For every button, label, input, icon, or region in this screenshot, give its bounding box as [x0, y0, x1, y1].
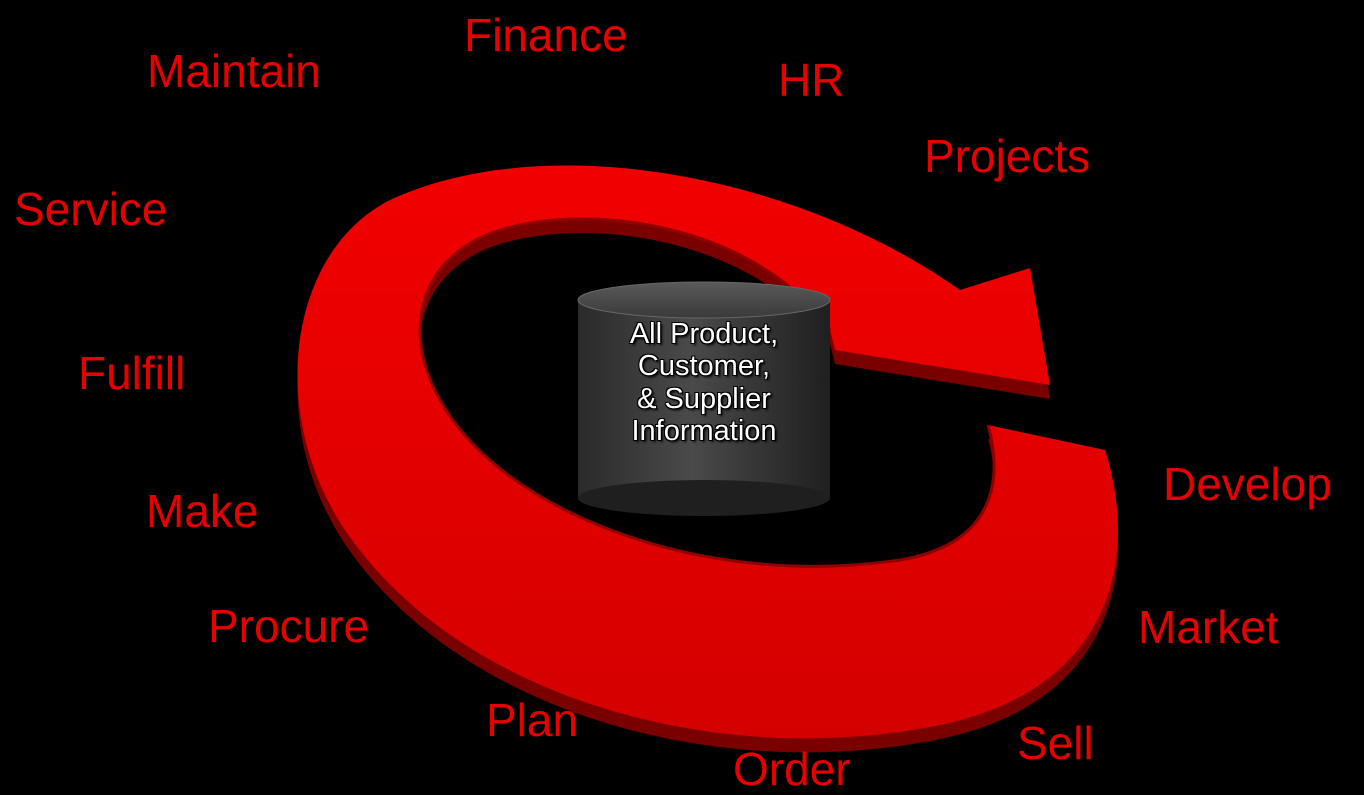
label-develop: Develop	[1163, 458, 1332, 510]
label-maintain: Maintain	[147, 45, 321, 97]
cycle-arrow-inner-edge	[418, 217, 996, 568]
label-make: Make	[146, 485, 259, 537]
label-plan: Plan	[486, 694, 579, 746]
label-market: Market	[1138, 601, 1279, 653]
label-order: Order	[733, 743, 851, 795]
database-cylinder-icon	[577, 281, 831, 516]
label-service: Service	[14, 183, 168, 235]
label-hr: HR	[778, 54, 845, 106]
cycle-arrow	[297, 165, 1118, 739]
database-label: All Product, Customer, & Supplier Inform…	[578, 318, 830, 448]
database-label-line: All Product,	[629, 318, 779, 350]
label-procure: Procure	[208, 600, 370, 652]
label-fulfill: Fulfill	[78, 347, 186, 399]
label-finance: Finance	[464, 9, 628, 61]
database-label-line: Information	[631, 415, 777, 448]
label-sell: Sell	[1017, 717, 1094, 769]
database-label-line: Customer,	[637, 350, 771, 383]
label-projects: Projects	[924, 130, 1091, 182]
database-label-line: & Supplier	[637, 382, 771, 415]
